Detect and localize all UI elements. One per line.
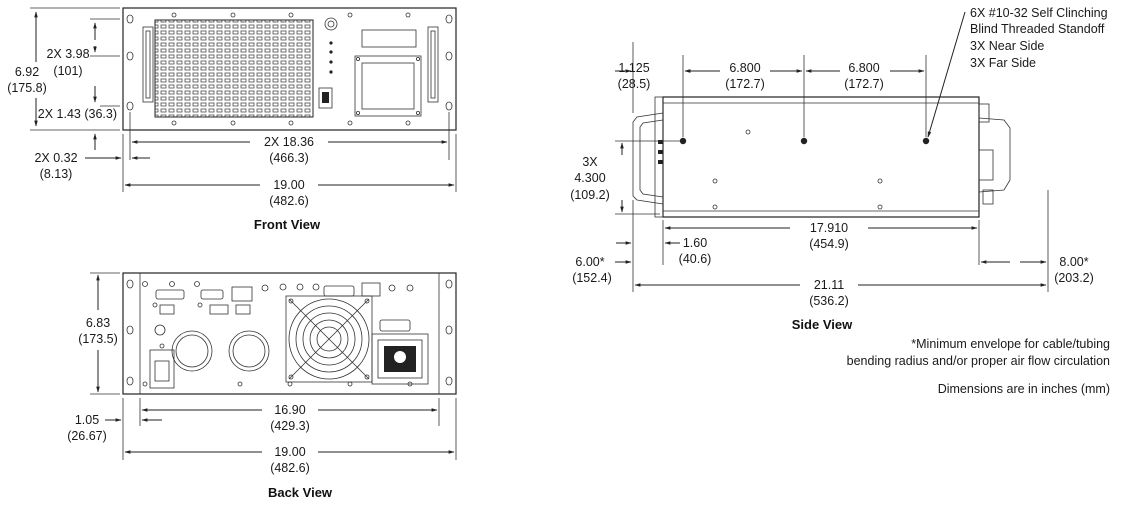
- back-width-in: 19.00: [274, 445, 305, 459]
- side-spacing-2-in: 6.800: [848, 61, 879, 75]
- back-width-mm: (482.6): [270, 461, 310, 475]
- standoff-note-line-4: 3X Far Side: [970, 56, 1036, 70]
- side-front-handle: [632, 112, 664, 205]
- side-front-clearance-in: 6.00*: [575, 255, 604, 269]
- front-height-mm: (175.8): [7, 81, 47, 95]
- front-rack-holes: [126, 14, 453, 111]
- side-standoffs: [679, 129, 930, 210]
- side-first-offset-in: 1.125: [618, 61, 649, 75]
- power-switch: [318, 87, 333, 109]
- front-edge-offset-mm: (8.13): [40, 167, 73, 181]
- front-hole-spacing-mm: (101): [53, 64, 82, 78]
- side-view: 6X #10-32 Self Clinching Blind Threaded …: [570, 6, 1107, 332]
- side-spacing-1-mm: (172.7): [725, 77, 765, 91]
- back-chassis-width-mm: (429.3): [270, 419, 310, 433]
- side-front-depth-in: 1.60: [683, 236, 707, 250]
- display-window: [361, 29, 417, 48]
- side-body-length-mm: (454.9): [809, 237, 849, 251]
- front-hole-to-hole-mm: (466.3): [269, 151, 309, 165]
- side-first-offset-mm: (28.5): [618, 77, 651, 91]
- standoff-note-line-1: 6X #10-32 Self Clinching: [970, 6, 1108, 20]
- back-view-caption: Back View: [268, 485, 333, 500]
- back-edge-offset-in: 1.05: [75, 413, 99, 427]
- side-overall-length-mm: (536.2): [809, 294, 849, 308]
- front-hole-spacing-in: 2X 3.98: [46, 47, 89, 61]
- back-height-mm: (173.5): [78, 332, 118, 346]
- back-edge-offset-mm: (26.67): [67, 429, 107, 443]
- front-height-in: 6.92: [15, 65, 39, 79]
- standoff-note-line-2: Blind Threaded Standoff: [970, 22, 1105, 36]
- envelope-note-line-1: *Minimum envelope for cable/tubing: [911, 337, 1110, 351]
- back-view: 6.83 (173.5) 1.05 (26.67) 16.90 (429.3) …: [67, 272, 457, 500]
- side-spacing-1-in: 6.800: [729, 61, 760, 75]
- front-vent-grille: [154, 19, 314, 118]
- side-body-length-in: 17.910: [810, 221, 848, 235]
- units-note: Dimensions are in inches (mm): [938, 382, 1110, 396]
- left-handle: [142, 26, 154, 103]
- right-handle: [427, 26, 439, 103]
- side-rear-clearance-mm: (203.2): [1054, 271, 1094, 285]
- front-bottom-hole: 2X 1.43 (36.3): [38, 107, 117, 121]
- side-rear-bracket: [978, 117, 1011, 193]
- back-height-in: 6.83: [86, 316, 110, 330]
- front-cover-plate: [354, 55, 422, 117]
- front-edge-offset-in: 2X 0.32: [34, 151, 77, 165]
- side-overall-length-in: 21.11: [814, 278, 844, 292]
- side-rear-clearance-in: 8.00*: [1059, 255, 1088, 269]
- front-hole-to-hole-in: 2X 18.36: [264, 135, 314, 149]
- front-width-mm: (482.6): [269, 194, 309, 208]
- rear-connectors: [155, 282, 411, 332]
- side-vertical-count: 3X: [582, 155, 598, 169]
- standoff-note-line-3: 3X Near Side: [970, 39, 1044, 53]
- front-knob: [324, 17, 338, 31]
- side-view-caption: Side View: [792, 317, 853, 332]
- side-spacing-2-mm: (172.7): [844, 77, 884, 91]
- back-chassis-width-in: 16.90: [274, 403, 305, 417]
- front-width-in: 19.00: [273, 178, 304, 192]
- side-vertical-in: 4.300: [574, 171, 605, 185]
- side-vertical-mm: (109.2): [570, 188, 610, 202]
- front-view-caption: Front View: [254, 217, 321, 232]
- side-front-depth-mm: (40.6): [679, 252, 712, 266]
- envelope-note-line-2: bending radius and/or proper air flow ci…: [847, 354, 1110, 368]
- notes: *Minimum envelope for cable/tubing bendi…: [847, 337, 1110, 396]
- front-view: 6.92 (175.8) 2X 3.98 (101) 2X 1.43 (36.3…: [7, 7, 457, 232]
- rear-connector-box: [371, 333, 429, 385]
- side-front-clearance-mm: (152.4): [572, 271, 612, 285]
- power-entry-module: [149, 349, 175, 389]
